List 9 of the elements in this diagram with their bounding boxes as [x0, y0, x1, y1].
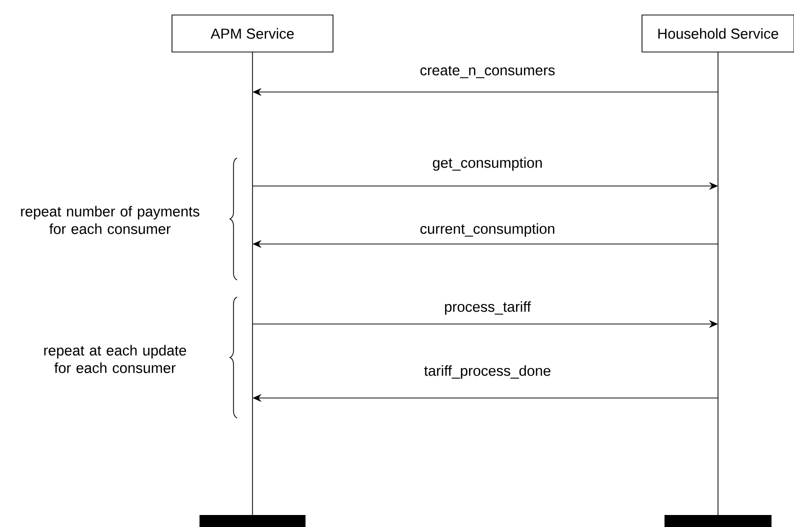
service-box: APM Service: [172, 14, 334, 52]
message-label: process_tariff: [445, 301, 531, 315]
service-box: Household Service: [642, 14, 794, 52]
repeat-note: repeat at each update for each consumer: [44, 344, 186, 374]
repeat-note: repeat number of payments for each consumer: [21, 206, 200, 234]
message-label: create_n_consumers: [420, 66, 555, 78]
message-label: current_consumption: [420, 223, 554, 237]
message-label: get_consumption: [432, 157, 542, 171]
message-label: tariff_process_done: [424, 365, 550, 379]
